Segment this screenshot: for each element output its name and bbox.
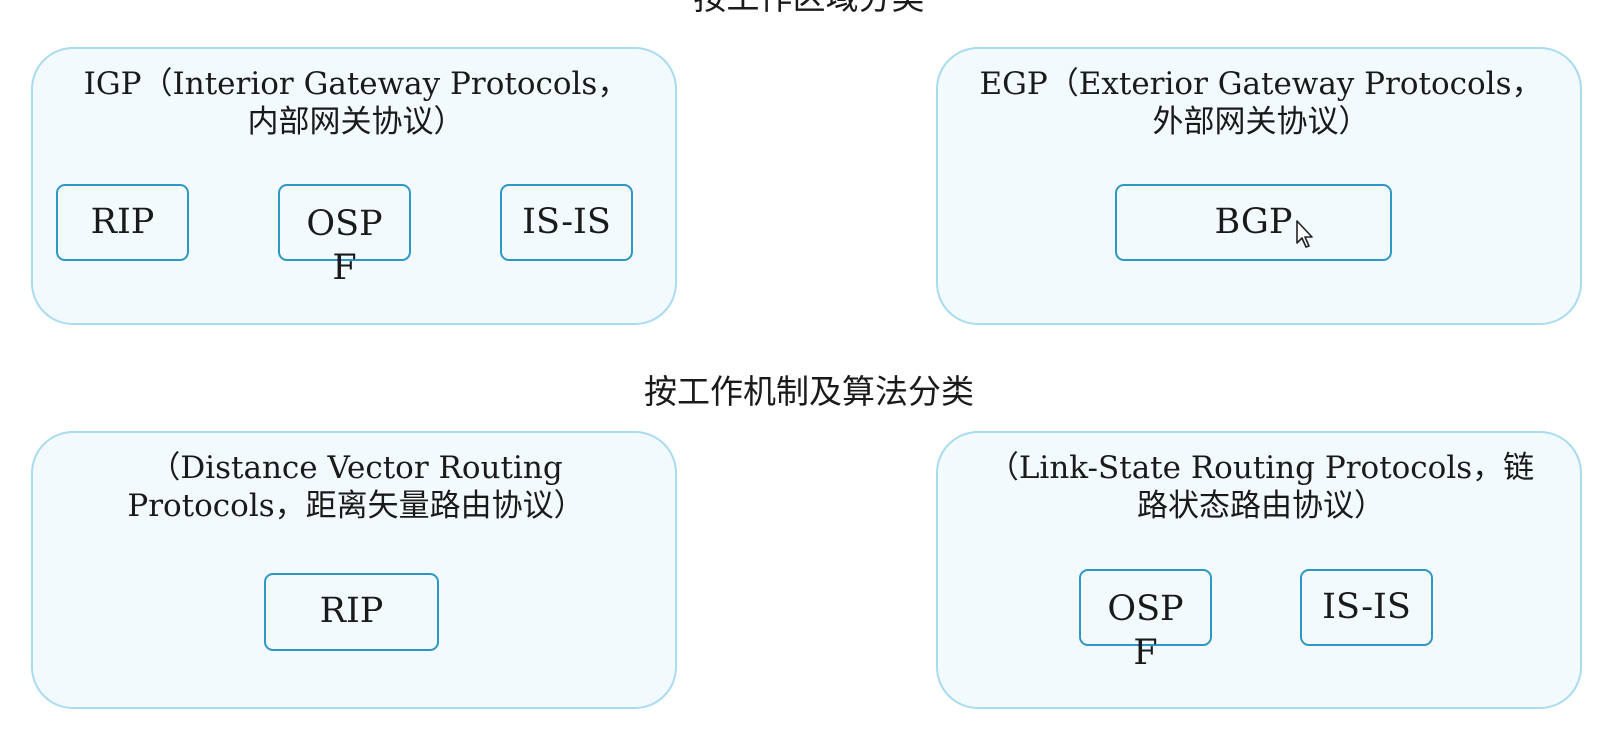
distance-vector-group: （Distance Vector Routing Protocols，距离矢量路… <box>31 431 677 709</box>
protocol-label: OSPF <box>306 204 383 288</box>
igp-group: IGP（Interior Gateway Protocols， 内部网关协议） … <box>31 47 677 325</box>
igp-group-title: IGP（Interior Gateway Protocols， 内部网关协议） <box>53 65 659 141</box>
protocol-box-rip[interactable]: RIP <box>264 573 439 651</box>
link-state-title-line1: （Link-State Routing Protocols，链 <box>987 450 1535 486</box>
distance-vector-title-line2: Protocols，距离矢量路由协议） <box>127 488 585 524</box>
distance-vector-title-line1: （Distance Vector Routing <box>149 450 563 486</box>
protocol-box-ospf[interactable]: OSPF <box>1079 569 1212 673</box>
protocol-box-is-is[interactable]: IS-IS <box>500 184 633 261</box>
protocol-label: OSPF <box>1107 589 1184 673</box>
egp-title-line1: EGP（Exterior Gateway Protocols， <box>979 66 1543 102</box>
protocol-label: RIP <box>90 202 155 242</box>
protocol-box-ospf[interactable]: OSPF <box>278 184 411 288</box>
link-state-group-title: （Link-State Routing Protocols，链 路状态路由协议） <box>948 449 1574 525</box>
section-title-by-mechanism: 按工作机制及算法分类 <box>644 372 974 411</box>
link-state-title-line2: 路状态路由协议） <box>1137 488 1385 524</box>
protocol-label: RIP <box>319 591 384 631</box>
protocol-label: IS-IS <box>1322 587 1411 627</box>
link-state-group: （Link-State Routing Protocols，链 路状态路由协议）… <box>936 431 1582 709</box>
protocol-box-bgp[interactable]: BGP <box>1115 184 1392 261</box>
protocol-box-rip[interactable]: RIP <box>56 184 189 261</box>
protocol-label: BGP <box>1214 202 1293 242</box>
egp-group-title: EGP（Exterior Gateway Protocols， 外部网关协议） <box>958 65 1564 141</box>
mouse-pointer-icon <box>1296 220 1313 248</box>
egp-group: EGP（Exterior Gateway Protocols， 外部网关协议） … <box>936 47 1582 325</box>
section-title-by-area: 按工作区域分类 <box>0 0 1618 18</box>
protocol-box-is-is[interactable]: IS-IS <box>1300 569 1433 646</box>
igp-title-line2: 内部网关协议） <box>247 104 465 140</box>
protocol-label: IS-IS <box>522 202 611 242</box>
igp-title-line1: IGP（Interior Gateway Protocols， <box>83 66 629 102</box>
egp-title-line2: 外部网关协议） <box>1152 104 1370 140</box>
distance-vector-group-title: （Distance Vector Routing Protocols，距离矢量路… <box>53 449 659 525</box>
